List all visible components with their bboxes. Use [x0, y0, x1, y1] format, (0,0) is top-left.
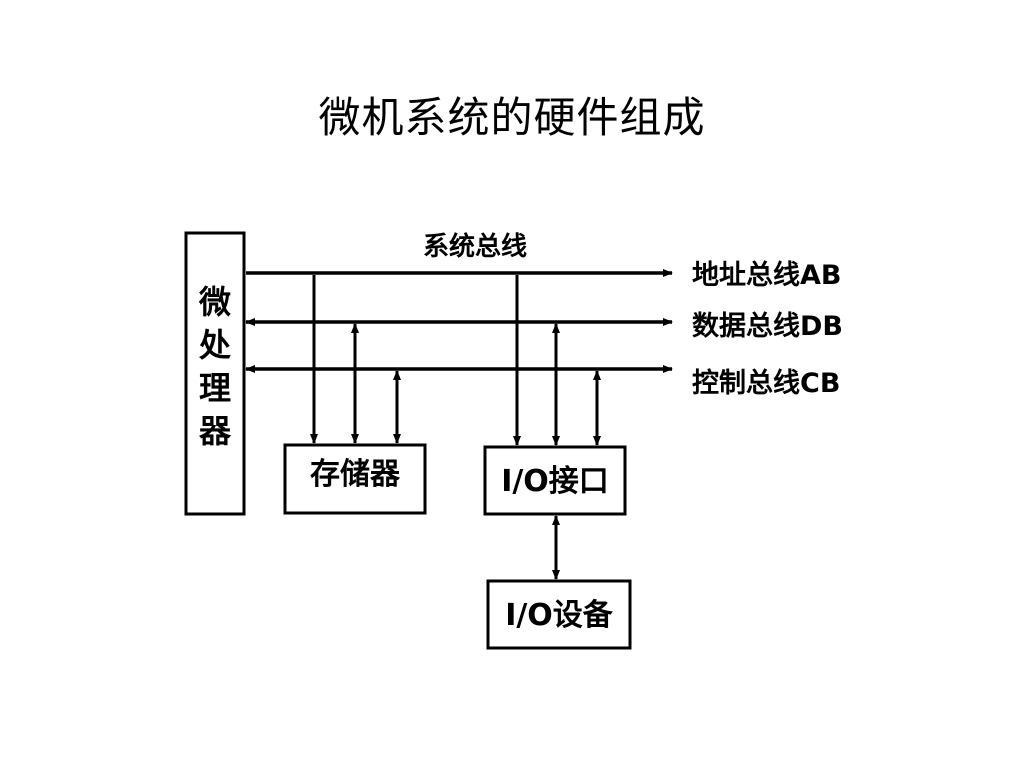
cpu-box	[184, 231, 246, 516]
data-bus-label: 数据总线DB	[692, 311, 843, 342]
system-bus-label: 系统总线	[423, 231, 527, 262]
cpu-label-char-2: 处	[198, 326, 231, 364]
io-device-box	[486, 579, 632, 650]
io-interface-box	[483, 445, 627, 516]
cpu-label-char-3: 理	[199, 369, 231, 407]
cpu-label-char-4: 器	[198, 412, 232, 450]
io-device-label: I/O设备	[505, 598, 614, 633]
memory-label: 存储器	[310, 457, 401, 492]
address-bus-label: 地址总线AB	[692, 260, 841, 291]
cpu-label-char-1: 微	[198, 283, 231, 321]
memory-box	[283, 443, 427, 515]
control-bus-label: 控制总线CB	[692, 368, 840, 399]
io-interface-label: I/O接口	[501, 464, 609, 499]
slide-title: 微机系统的硬件组成	[318, 93, 706, 142]
